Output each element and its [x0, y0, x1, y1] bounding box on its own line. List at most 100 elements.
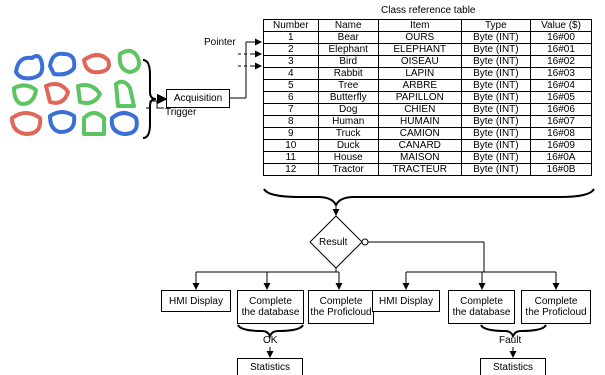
- table-cell: 16#02: [530, 55, 592, 68]
- trigger-label: Trigger: [165, 107, 197, 118]
- table-cell: Byte (INT): [460, 67, 532, 80]
- table-cell: 6: [263, 91, 319, 104]
- table-cell: Dog: [317, 103, 379, 116]
- image-brace: [142, 59, 157, 139]
- table-cell: Butterfly: [317, 91, 379, 104]
- result-label: Result: [319, 237, 348, 248]
- trigger-pulse: [146, 100, 164, 109]
- table-cell: PAPILLON: [377, 91, 462, 104]
- table-cell: Byte (INT): [460, 55, 532, 68]
- table-cell: 16#00: [530, 31, 592, 44]
- ok-statistics-label: Statistics: [249, 361, 290, 373]
- ok-cloud-line1: Complete: [319, 296, 363, 307]
- ok-brace: [237, 324, 304, 339]
- table-cell: OISEAU: [377, 55, 462, 68]
- table-cell: 4: [263, 67, 319, 80]
- table-cell: ARBRE: [377, 79, 462, 92]
- table-cell: 11: [263, 151, 319, 164]
- table-cell: 7: [263, 103, 319, 116]
- table-header-row: Number Name Item Type Value ($): [263, 19, 592, 32]
- cookie-cutter-shapes-photo: [10, 48, 141, 136]
- ok-label: OK: [263, 335, 278, 346]
- fault-brace: [480, 324, 547, 339]
- table-cell: 16#03: [530, 67, 592, 80]
- table-cell: Byte (INT): [460, 103, 532, 116]
- ok-complete-proficloud-box: Complete the Proficloud: [308, 290, 374, 324]
- table-cell: 16#07: [530, 115, 592, 128]
- acquisition-label: Acquisition: [173, 93, 223, 104]
- fault-db-line1: Complete: [460, 296, 503, 307]
- fault-complete-database-box: Complete the database: [448, 290, 515, 324]
- table-cell: 2: [263, 43, 319, 56]
- table-cell: 12: [263, 163, 319, 176]
- fault-statistics-label: Statistics: [492, 361, 533, 373]
- fault-label: Fault: [499, 335, 522, 346]
- table-cell: 16#08: [530, 127, 592, 140]
- table-cell: MAISON: [377, 151, 462, 164]
- column-header: Item: [377, 19, 462, 32]
- table-cell: Byte (INT): [460, 79, 532, 92]
- table-cell: Byte (INT): [460, 31, 532, 44]
- table-cell: Byte (INT): [460, 115, 532, 128]
- ok-hmi-display-box: HMI Display: [161, 290, 231, 312]
- table-cell: CHIEN: [377, 103, 462, 116]
- column-header: Number: [263, 19, 319, 32]
- pointer-label: Pointer: [204, 37, 236, 48]
- table-cell: CAMION: [377, 127, 462, 140]
- table-cell: Bear: [317, 31, 379, 44]
- table-cell: Byte (INT): [460, 43, 532, 56]
- table-cell: Byte (INT): [460, 151, 532, 164]
- ok-cloud-line2: the Proficloud: [310, 307, 372, 318]
- table-cell: 1: [263, 31, 319, 44]
- ok-hmi-label: HMI Display: [169, 295, 223, 307]
- table-cell: Bird: [317, 55, 379, 68]
- table-cell: Byte (INT): [460, 127, 532, 140]
- table-cell: Human: [317, 115, 379, 128]
- table-cell: HUMAIN: [377, 115, 462, 128]
- fault-cloud-line2: the Proficloud: [525, 307, 587, 318]
- table-cell: 16#05: [530, 91, 592, 104]
- table-cell: Truck: [317, 127, 379, 140]
- table-cell: Byte (INT): [460, 139, 532, 152]
- ok-db-line1: Complete: [249, 296, 292, 307]
- table-brace: [263, 188, 595, 208]
- column-header: Type: [460, 19, 532, 32]
- table-cell: 16#0B: [530, 163, 592, 176]
- table-cell: Tree: [317, 79, 379, 92]
- table-cell: CANARD: [377, 139, 462, 152]
- table-cell: TRACTEUR: [377, 163, 462, 176]
- fault-hmi-label: HMI Display: [379, 295, 433, 307]
- table-cell: Byte (INT): [460, 91, 532, 104]
- table-cell: OURS: [377, 31, 462, 44]
- fault-complete-proficloud-box: Complete the Proficloud: [521, 290, 591, 324]
- table-cell: 8: [263, 115, 319, 128]
- negation-circle: [361, 238, 369, 246]
- table-cell: 16#06: [530, 103, 592, 116]
- table-cell: Elephant: [317, 43, 379, 56]
- ok-db-line2: the database: [241, 307, 300, 318]
- table-cell: 10: [263, 139, 319, 152]
- fault-cloud-line1: Complete: [534, 296, 578, 307]
- table-cell: 16#01: [530, 43, 592, 56]
- fault-hmi-display-box: HMI Display: [372, 290, 440, 312]
- table-cell: Tractor: [317, 163, 379, 176]
- ok-statistics-box: Statistics: [237, 358, 303, 375]
- table-cell: Duck: [317, 139, 379, 152]
- fault-statistics-box: Statistics: [480, 358, 546, 375]
- table-cell: LAPIN: [377, 67, 462, 80]
